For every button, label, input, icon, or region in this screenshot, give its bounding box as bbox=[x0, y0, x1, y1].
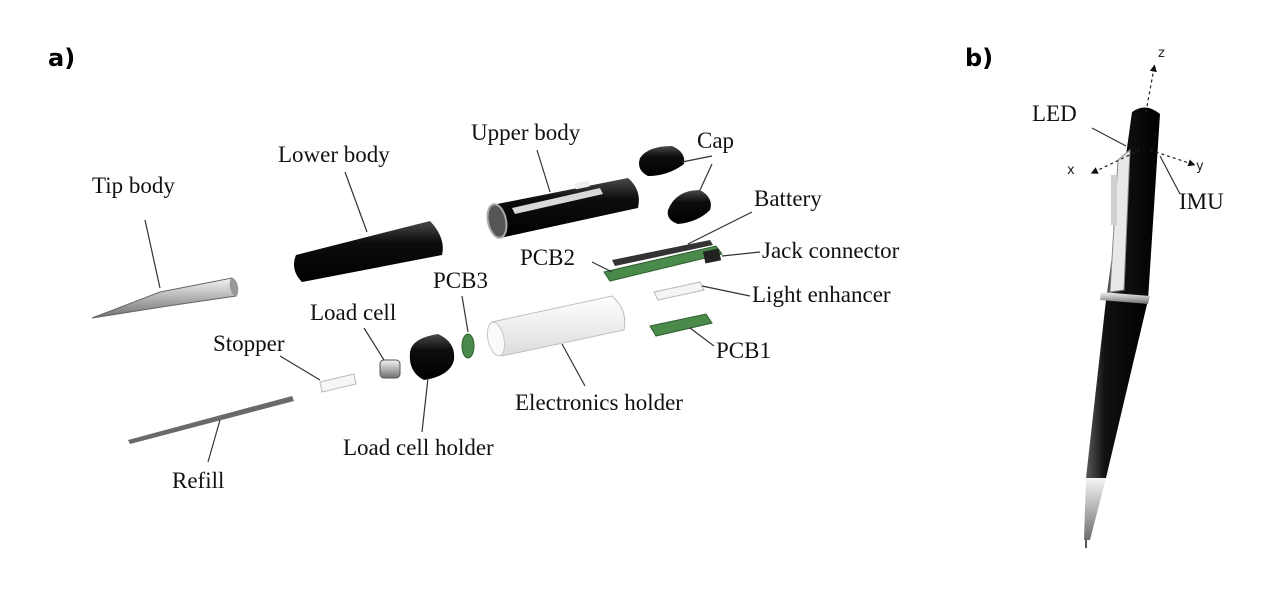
label-stopper: Stopper bbox=[213, 331, 285, 356]
cap-part-bottom bbox=[667, 190, 711, 224]
load-cell-holder-part bbox=[409, 334, 455, 380]
imu-leader bbox=[1159, 155, 1181, 195]
refill-part bbox=[128, 396, 294, 444]
label-load-cell: Load cell bbox=[310, 300, 396, 325]
light-enhancer-part bbox=[653, 281, 705, 301]
electronics-holder-part bbox=[486, 295, 626, 357]
jack-connector-part bbox=[702, 248, 722, 264]
load-cell-part bbox=[379, 359, 401, 379]
pcb2-part bbox=[603, 245, 723, 282]
pcb1-part bbox=[649, 313, 713, 337]
stopper-part bbox=[319, 373, 357, 393]
panel-b-label: b) bbox=[965, 44, 993, 72]
battery-part bbox=[612, 240, 713, 266]
label-upper-body: Upper body bbox=[471, 120, 581, 145]
axis-y-label: y bbox=[1196, 159, 1204, 174]
axis-z-label: z bbox=[1158, 46, 1165, 61]
label-imu: IMU bbox=[1179, 189, 1224, 214]
label-cap: Cap bbox=[697, 128, 734, 153]
label-battery: Battery bbox=[754, 186, 822, 211]
tip-body-part bbox=[91, 277, 239, 319]
label-jack-connector: Jack connector bbox=[762, 238, 900, 263]
label-pcb2: PCB2 bbox=[520, 245, 575, 270]
imu-axes bbox=[1090, 64, 1196, 174]
label-led: LED bbox=[1032, 101, 1077, 126]
label-load-cell-holder: Load cell holder bbox=[343, 435, 494, 460]
lower-body-part bbox=[294, 221, 443, 282]
upper-body-part bbox=[486, 178, 639, 239]
label-light-enhancer: Light enhancer bbox=[752, 282, 891, 307]
axis-x-label: x bbox=[1067, 163, 1075, 178]
label-tip-body: Tip body bbox=[92, 173, 175, 198]
label-refill: Refill bbox=[172, 468, 224, 493]
pcb3-part bbox=[461, 333, 475, 359]
cap-part-top bbox=[639, 146, 685, 176]
label-pcb1: PCB1 bbox=[716, 338, 771, 363]
label-electronics-holder: Electronics holder bbox=[515, 390, 683, 415]
label-lower-body: Lower body bbox=[278, 142, 390, 167]
assembled-pen bbox=[1084, 107, 1160, 548]
panel-a-label: a) bbox=[48, 44, 75, 72]
leader-lines bbox=[144, 149, 761, 463]
led-leader bbox=[1091, 127, 1127, 147]
label-pcb3: PCB3 bbox=[433, 268, 488, 293]
